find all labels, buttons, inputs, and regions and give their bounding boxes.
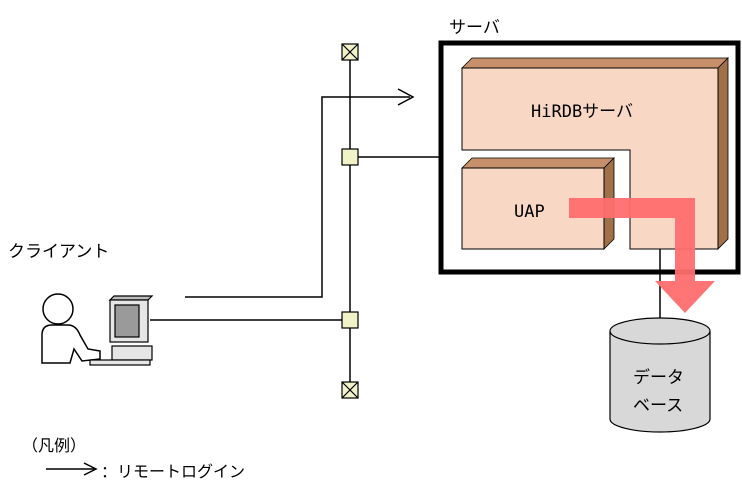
legend-remote-login: ：リモートログイン xyxy=(101,462,246,481)
remote-login-arrow xyxy=(185,96,410,298)
terminator-top xyxy=(341,43,359,61)
legend-heading: （凡例） xyxy=(22,436,87,455)
client-label: クライアント xyxy=(8,242,110,262)
client-connector xyxy=(341,311,359,329)
database-label-line1: データ xyxy=(633,368,684,388)
server-label: サーバ xyxy=(449,18,500,38)
hirdb-server-top xyxy=(461,57,729,69)
uap-label: UAP xyxy=(514,202,545,222)
uap-box-top xyxy=(461,157,615,169)
server-connector xyxy=(341,148,359,166)
remote-login-arrowhead xyxy=(397,88,415,106)
database-label-line2: ベース xyxy=(633,396,684,416)
legend-arrow-icon xyxy=(46,462,98,476)
computer-icon xyxy=(89,295,154,366)
hirdb-server-side xyxy=(717,57,729,250)
terminator-bottom xyxy=(341,381,359,399)
database-cylinder xyxy=(609,317,711,433)
db-access-arrow xyxy=(569,198,715,313)
hirdb-server-label: HiRDBサーバ xyxy=(531,102,634,122)
user-icon xyxy=(41,293,101,364)
